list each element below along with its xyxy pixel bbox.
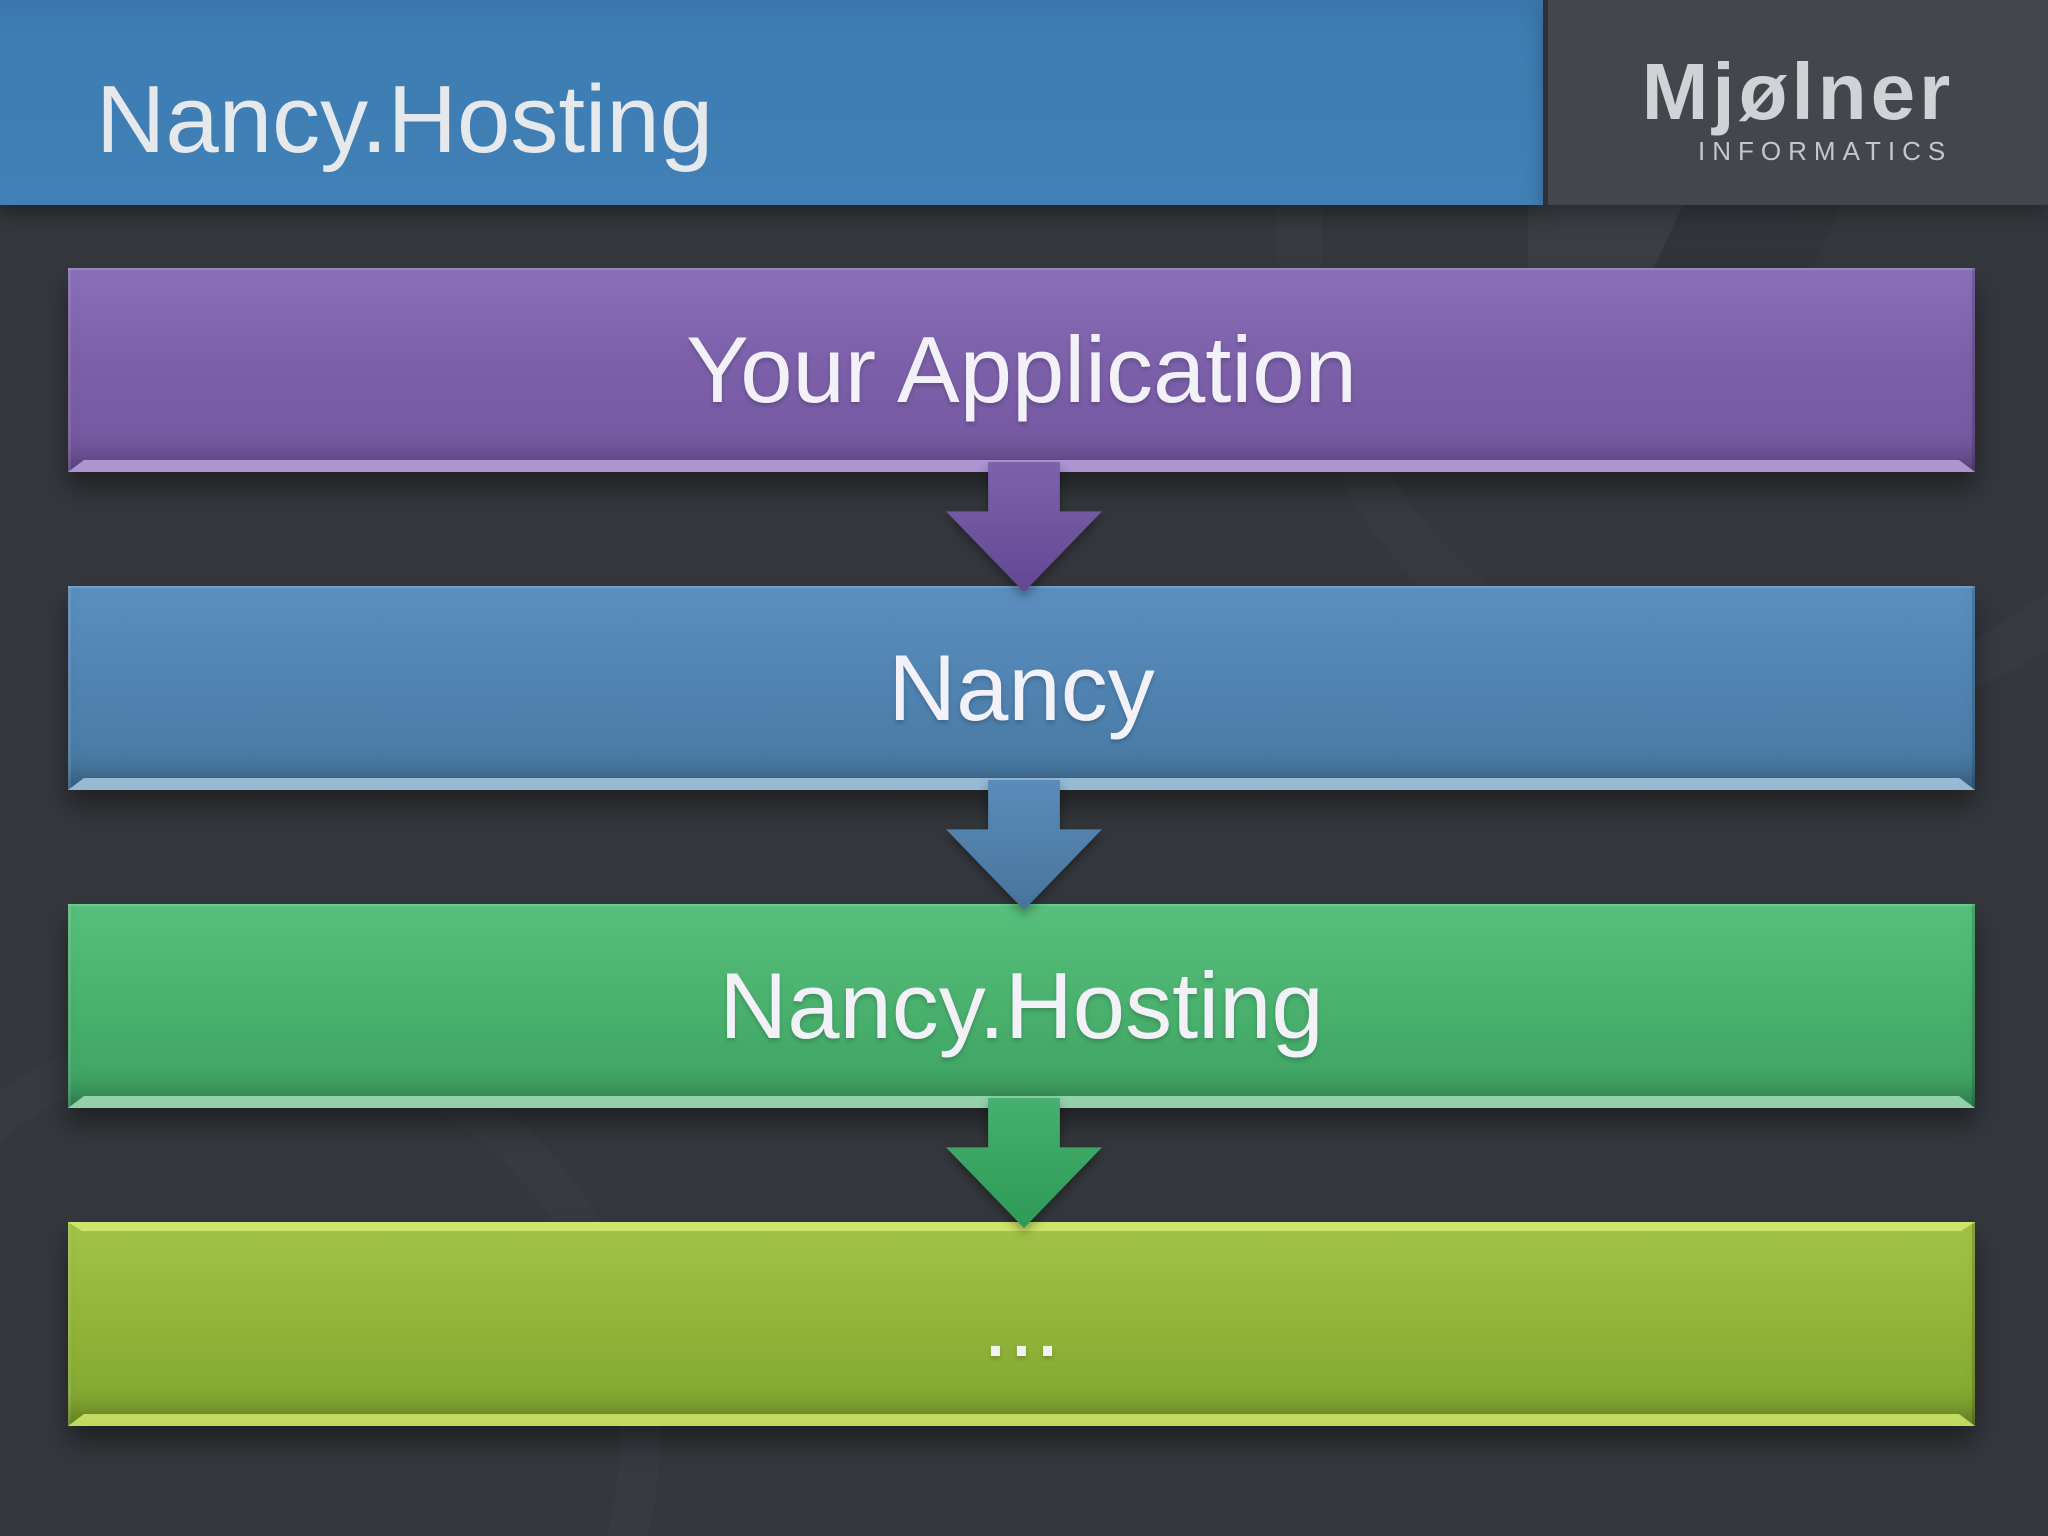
down-arrow-icon — [946, 1098, 1102, 1228]
arrow-nancy-hosting-to-more — [946, 1098, 1102, 1228]
arrow-nancy-to-nancy-hosting — [946, 780, 1102, 910]
box-label: Nancy.Hosting — [719, 953, 1324, 1058]
logo-brand-text: Mjølner — [1641, 46, 1955, 136]
diagram-box-nancy-hosting: Nancy.Hosting — [68, 904, 1975, 1108]
arrow-your-application-to-nancy — [946, 462, 1102, 592]
header-title-band: Nancy.Hosting — [0, 0, 1543, 205]
diagram-box-ellipsis: ... — [68, 1222, 1975, 1426]
down-arrow-icon — [946, 780, 1102, 910]
logo-tagline-text: INFORMATICS — [1698, 135, 1953, 166]
down-arrow-icon — [946, 462, 1102, 592]
diagram-box-nancy: Nancy — [68, 586, 1975, 790]
header-bar: Nancy.Hosting Mjølner INFORMATICS — [0, 0, 2048, 205]
box-label: ... — [982, 1271, 1061, 1376]
company-logo: Mjølner INFORMATICS — [1641, 46, 1955, 166]
logo-panel: Mjølner INFORMATICS — [1543, 0, 2048, 205]
box-label: Your Application — [686, 317, 1357, 422]
box-label: Nancy — [888, 635, 1155, 740]
diagram-box-your-application: Your Application — [68, 268, 1975, 472]
page-title: Nancy.Hosting — [96, 65, 714, 173]
